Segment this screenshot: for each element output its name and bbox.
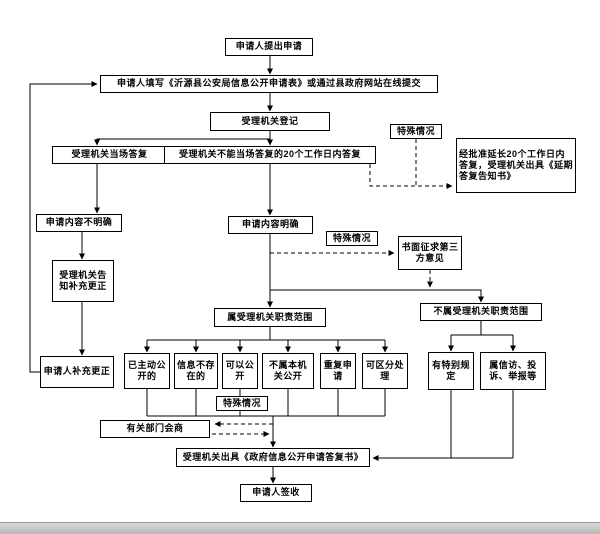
flow-node-department-consultation: 有关部门会商 (100, 420, 210, 438)
flow-node-applicant-sign: 申请人签收 (240, 484, 312, 502)
flow-node-special-case-3: 特殊情况 (216, 396, 268, 411)
flow-node-onspot-reply: 受理机关当场答复 (52, 146, 167, 164)
flow-node-out-of-scope: 不属受理机关职责范围 (420, 303, 542, 321)
flow-node-content-unclear: 申请内容不明确 (36, 214, 122, 232)
flow-node-third-party-opinion: 书面征求第三方意见 (398, 236, 462, 270)
flow-node-extension-notice: 经批准延长20个工作日内答复，受理机关出具《延期答复告知书》 (456, 138, 576, 193)
connector-layer (29, 56, 516, 484)
flow-node-apply: 申请人提出申请 (225, 38, 313, 56)
flow-node-fill-form: 申请人填写《沂源县公安局信息公开申请表》或通过县政府网站在线提交 (100, 75, 438, 93)
flow-node-content-clear: 申请内容明确 (228, 216, 313, 234)
flow-node-inform-correction: 受理机关告知补充更正 (52, 260, 114, 302)
flow-node-special-case-1: 特殊情况 (390, 124, 442, 139)
flow-node-reply-document: 受理机关出具《政府信息公开申请答复书》 (176, 448, 370, 467)
flow-node-special-provisions: 有特别规定 (428, 352, 474, 390)
flow-node-applicant-correction: 申请人补充更正 (40, 356, 114, 388)
flow-node-info-not-exist: 信息不存在的 (174, 353, 218, 389)
flow-node-reply-within-20-days: 受理机关不能当场答复的20个工作日内答复 (164, 146, 376, 164)
flow-node-separable-handling: 可区分处理 (362, 353, 408, 389)
flow-node-can-disclose: 可以公开 (222, 353, 258, 389)
flow-node-repeat-application: 重复申请 (320, 353, 356, 389)
flow-node-register: 受理机关登记 (210, 112, 330, 131)
flow-node-special-case-2: 特殊情况 (326, 231, 378, 246)
window-bottom-edge (0, 522, 600, 534)
flow-node-petition-complaint: 属信访、投诉、举报等 (480, 352, 546, 390)
flow-node-within-scope: 属受理机关职责范围 (214, 308, 326, 327)
flow-node-not-this-authority: 不属本机关公开 (262, 353, 314, 389)
flow-node-already-public: 已主动公开的 (124, 353, 170, 389)
